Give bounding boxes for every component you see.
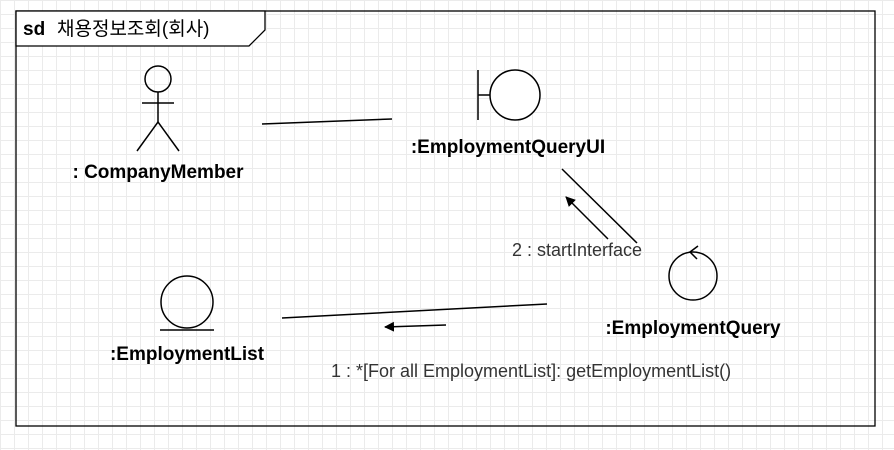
frame-tab [15,10,266,47]
actor-icon [136,65,180,152]
entity-icon [160,275,214,331]
boundary-label: :EmploymentQueryUI [411,137,605,158]
frame-title: 채용정보조회(회사) [57,18,210,40]
message-2-arrow [565,196,609,240]
message-1-arrow [384,321,447,332]
link-boundary-control [561,168,638,244]
control-icon [668,245,718,301]
frame-keyword: sd [23,19,45,40]
diagram-frame [15,10,876,427]
control-label: :EmploymentQuery [605,318,781,339]
link-actor-boundary [261,118,393,125]
message-2-label: 2 : startInterface [512,240,642,260]
message-1-label: 1 : *[For all EmploymentList]: getEmploy… [331,361,731,381]
boundary-icon [477,69,541,121]
link-control-entity [281,303,548,319]
actor-label: : CompanyMember [72,162,244,183]
entity-label: :EmploymentList [110,344,265,365]
